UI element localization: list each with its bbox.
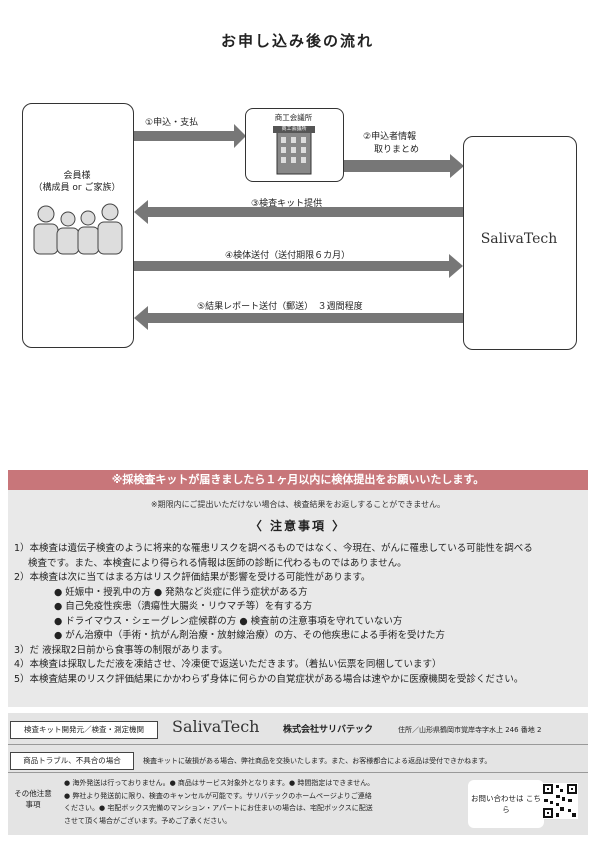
trouble-label: 商品トラブル、不具合の場合 bbox=[10, 752, 134, 770]
other-notes-label: その他注意事項 bbox=[14, 789, 52, 809]
arrow-2-label: ②申込者情報 bbox=[363, 132, 417, 142]
arrow-3-kit-provide bbox=[134, 200, 463, 224]
building-sign: 商工会議所 bbox=[281, 126, 307, 132]
note-line: 1）本検査は遺伝子検査のように将来的な罹患リスクを調べるものではなく、今現在、が… bbox=[14, 543, 533, 554]
arrow-5-report-send bbox=[134, 306, 463, 330]
deadline-banner: ※採検査キットが届きましたら１ヶ月以内に検体提出をお願いいたします。 bbox=[8, 470, 588, 490]
other-line: ● 弊社より発送前に限り、検査のキャンセルが可能です。サリバテックのホームページ… bbox=[64, 791, 372, 800]
flow-diagram bbox=[134, 124, 464, 330]
note-line: ● がん治療中（手術・抗がん剤治療・放射線治療）の方、その他疾患による手術を受け… bbox=[54, 630, 446, 641]
note-line: 検査です。また、本検査により得られる情報は医師の診断に代わるものではありません。 bbox=[28, 557, 407, 569]
trouble-text: 検査キットに破損がある場合、弊社商品を交換いたします。また、お客様都合による返品… bbox=[143, 757, 492, 765]
building-icon bbox=[273, 126, 315, 175]
other-line: させて頂く場合がございます。予めご了承ください。 bbox=[64, 816, 232, 825]
developer-label: 検査キット開発元／検査・測定機関 bbox=[10, 721, 158, 739]
note-line: ● 自己免疫性疾患（潰瘍性大腸炎・リウマチ等）を有する方 bbox=[54, 601, 313, 612]
salivatech-box bbox=[463, 136, 577, 350]
notes-list: 1）本検査は遺伝子検査のように将来的な罹患リスクを調べるものではなく、今現在、が… bbox=[14, 542, 586, 687]
company-address: 住所／山形県鶴岡市覚岸寺字水上 246 番地 2 bbox=[398, 726, 542, 734]
arrow-4-sample-send bbox=[134, 254, 463, 278]
arrow-4-label: ④検体送付（送付期限６カ月） bbox=[225, 251, 351, 261]
note-line: ● ドライマウス・シェーグレン症候群の方 ● 検査前の注意事項を守れていない方 bbox=[54, 615, 403, 627]
arrow-2-label-2: 取りまとめ bbox=[374, 145, 420, 155]
member-label: 会員様 （構成員 or ご家族） bbox=[33, 171, 121, 193]
other-line: ください。● 宅配ボックス完備のマンション・アパートにお住まいの場合は、宅配ボッ… bbox=[64, 804, 373, 812]
page-title: お申し込み後の流れ bbox=[220, 32, 374, 50]
note-line: 3）だ 液採取2日前から食事等の制限があります。 bbox=[14, 644, 228, 656]
company-name: 株式会社サリバテック bbox=[283, 725, 374, 735]
footer-divider bbox=[8, 772, 588, 773]
other-notes-text: ● 海外発送は行っておりません。● 商品はサービス対象外となります。● 時間指定… bbox=[64, 777, 464, 827]
salivatech-label: SalivaTech bbox=[480, 231, 558, 247]
other-line: ● 海外発送は行っておりません。● 商品はサービス対象外となります。● 時間指定… bbox=[64, 779, 375, 787]
deadline-subnote: ※期限内にご提出いただけない場合は、検査結果をお返しすることができません。 bbox=[150, 500, 446, 509]
salivatech-logo: SalivaTech bbox=[172, 717, 260, 736]
note-line: 5）本検査結果のリスク評価結果にかかわらず身体に何らかの自覚症状がある場合は速や… bbox=[14, 673, 524, 685]
family-illustration bbox=[33, 203, 123, 255]
arrow-5-label: ⑤結果レポート送付（郵送） ３週間程度 bbox=[197, 302, 363, 312]
notes-title: 〈 注意事項 〉 bbox=[249, 519, 347, 533]
chamber-label: 商工会議所 bbox=[274, 113, 313, 122]
note-line: ● 妊娠中・授乳中の方 ● 発熱など炎症に伴う症状がある方 bbox=[54, 586, 308, 598]
contact-link[interactable]: お問い合わせは こちら bbox=[468, 780, 544, 828]
note-line: 2）本検査は次に当てはまる方はリスク評価結果が影響を受ける可能性があります。 bbox=[14, 572, 371, 583]
arrow-3-label: ③検査キット提供 bbox=[251, 199, 323, 209]
notes-section bbox=[8, 490, 588, 707]
footer-divider bbox=[8, 744, 588, 745]
qr-code-icon[interactable] bbox=[542, 783, 578, 819]
note-line: 4）本検査は採取しただ液を凍結させ、冷凍便で返送いただきます。（着払い伝票を同梱… bbox=[14, 659, 442, 670]
arrow-1-apply-pay bbox=[134, 124, 246, 148]
arrow-2-compile-info bbox=[344, 154, 464, 178]
arrow-1-label: ①申込・支払 bbox=[145, 118, 199, 128]
